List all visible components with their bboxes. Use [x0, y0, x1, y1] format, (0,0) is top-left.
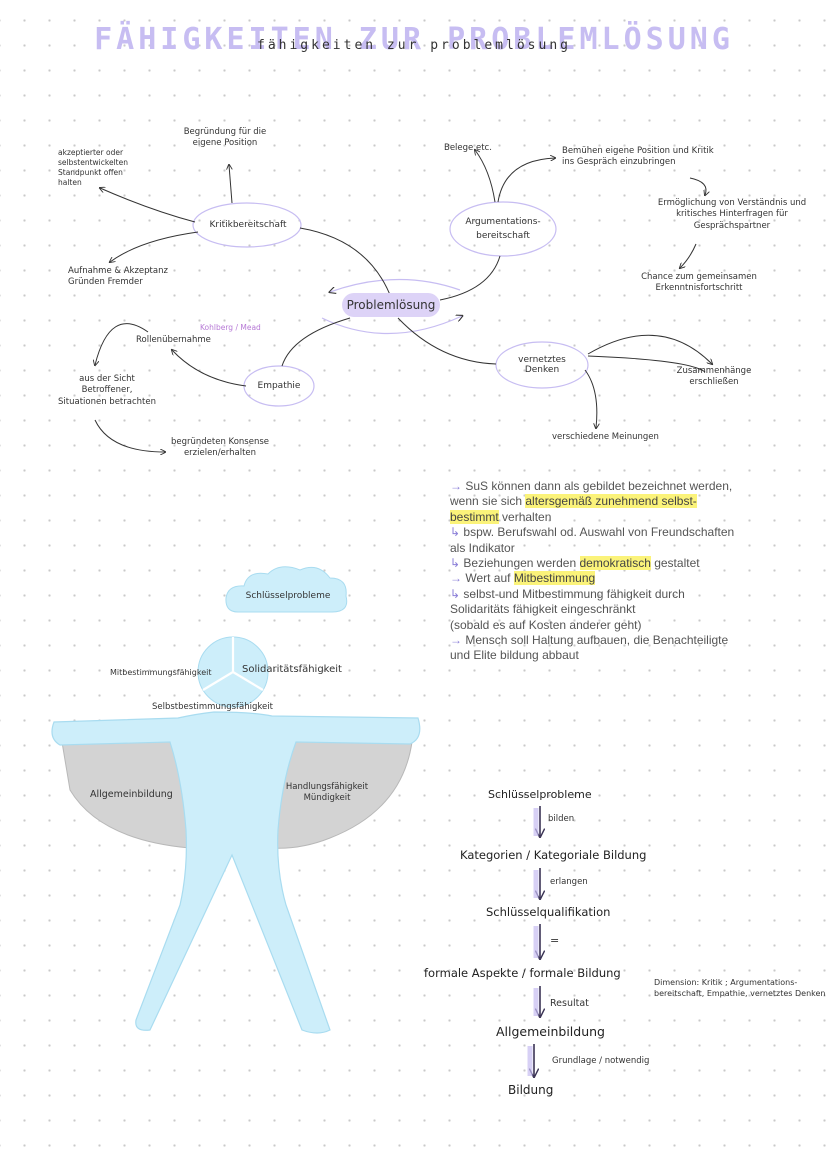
note-line: (sobald es auf Kosten anderer geht)	[450, 617, 642, 632]
kritik-begruendung: Begründung für die eigene Position	[183, 127, 267, 149]
label-handlung: Handlungsfähigkeit Mündigkeit	[285, 782, 369, 804]
node-kritik-ellipse	[192, 202, 302, 248]
empathie-rollen: Rollenübernahme	[136, 335, 211, 345]
flow-arrow-grundlage: Grundlage / notwendig	[552, 1056, 650, 1066]
flow-schluesselqualifikation: Schlüsselqualifikation	[486, 905, 611, 919]
note-line: und Elite bildung abbaut	[450, 648, 579, 663]
flow-dimension-note: Dimension: Kritik ; Argumentations-berei…	[654, 978, 826, 998]
kritik-akzeptierter: akzeptierter oder selbstentwickelten Sta…	[58, 148, 128, 188]
node-argument-ellipse	[449, 201, 557, 257]
flow-bildung: Bildung	[508, 1083, 554, 1097]
note-line: → Mensch soll Haltung aufbauen, die Bena…	[450, 633, 729, 648]
label-mitbestimmung: Mitbestimmungsfähigkeit	[110, 668, 212, 677]
argument-belege: Belege etc.	[444, 143, 492, 153]
note-line: ↳ bspw. Berufswahl od. Auswahl von Freun…	[450, 525, 735, 540]
node-kritik-label: Kritikbereitschaft	[209, 220, 287, 230]
notes-block: → SuS können dann als gebildet bezeichne…	[450, 479, 770, 664]
note-line: → SuS können dann als gebildet bezeichne…	[450, 479, 733, 493]
note-line: wenn sie sich altersgemäß zunehmend selb…	[450, 494, 697, 509]
flow-allgemeinbildung: Allgemeinbildung	[496, 1024, 605, 1039]
flow-arrow-bilden: bilden	[548, 814, 575, 824]
page-title-handwriting: fähigkeiten zur problemlösung	[257, 38, 571, 53]
center-node-problemloesung: Problemlösung	[342, 293, 440, 317]
note-line: ↳ selbst-und Mitbestimmung fähigkeit dur…	[450, 586, 685, 601]
node-vernetzt-label: vernetztes Denken	[518, 355, 566, 375]
page-title: FÄHIGKEITEN ZUR PROBLEMLÖSUNG	[94, 22, 734, 57]
argument-chance: Chance zum gemeinsamen Erkenntnisfortsch…	[641, 272, 757, 294]
empathie-sicht: aus der Sicht Betroffener, Situationen b…	[58, 374, 156, 407]
node-argument-label: Argumentations-bereitschaft	[465, 216, 541, 241]
note-line: bestimmt verhalten	[450, 509, 552, 524]
vernetzt-zusammen: Zusammenhänge erschließen	[676, 366, 752, 388]
kritik-aufnahme: Aufnahme & Akzeptanz Gründen Fremder	[68, 266, 168, 288]
node-vernetzt-ellipse	[495, 341, 589, 389]
flow-arrow-erlangen: erlangen	[550, 877, 588, 887]
note-line: als Indikator	[450, 540, 515, 555]
note-line: → Wert auf Mitbestimmung	[450, 571, 596, 586]
cloud-label: Schlüsselprobleme	[245, 591, 331, 601]
label-solidaritaet: Solidaritätsfähigkeit	[242, 664, 342, 675]
flow-kategorien: Kategorien / Kategoriale Bildung	[460, 848, 647, 862]
note-line: Solidaritäts fähigkeit eingeschränkt	[450, 602, 636, 617]
flow-arrow-resultat: Resultat	[550, 998, 589, 1009]
body-figure	[51, 711, 421, 1034]
label-selbstbestimmung: Selbstbestimmungsfähigkeit	[152, 702, 273, 712]
argument-bemuehen: Bemühen eigene Position und Kritik ins G…	[562, 146, 714, 168]
empathie-konsense: begründeten Konsense erzielen/erhalten	[170, 437, 269, 459]
label-allgemeinbildung: Allgemeinbildung	[90, 789, 173, 800]
flow-formale: formale Aspekte / formale Bildung	[424, 966, 621, 980]
flow-schluesselprobleme: Schlüsselprobleme	[488, 788, 592, 801]
note-line: ↳ Beziehungen werden demokratisch gestal…	[450, 556, 700, 571]
empathie-kohlberg: Kohlberg / Mead	[200, 323, 261, 332]
vernetzt-meinungen: verschiedene Meinungen	[552, 432, 659, 442]
cloud-shape	[225, 566, 348, 613]
node-empathie-label: Empathie	[257, 381, 301, 391]
flow-arrow-equal: =	[550, 934, 560, 947]
argument-ermoeglichung: Ermöglichung von Verständnis und kritisc…	[657, 198, 807, 231]
